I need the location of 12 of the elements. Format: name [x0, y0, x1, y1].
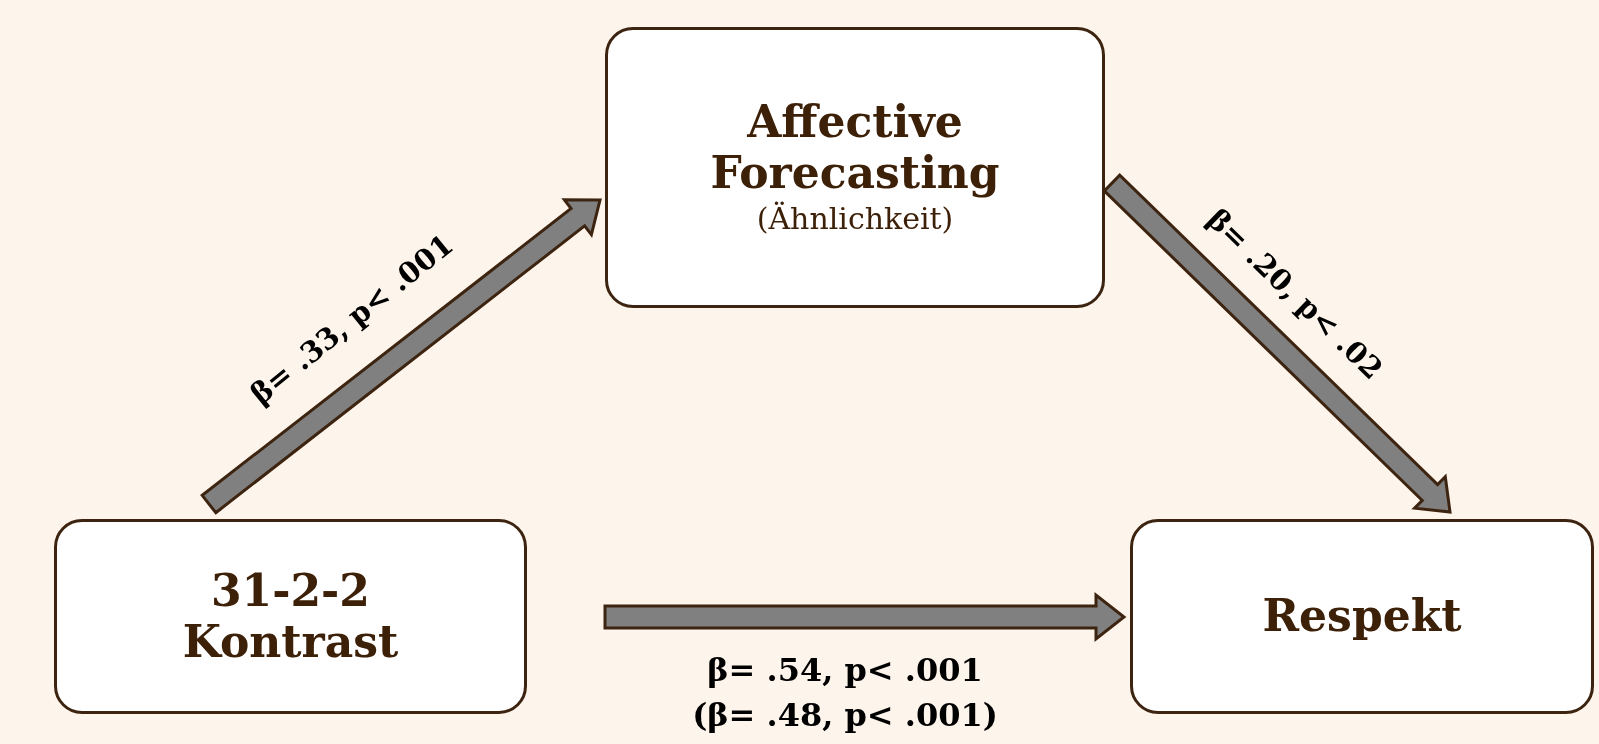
edge-label: β= .20, p< .02	[1199, 201, 1391, 388]
edge-label: β= .54, p< .001 (β= .48, p< .001)	[691, 650, 999, 736]
rounded-box	[605, 27, 1105, 308]
thick-arrow	[200, 198, 602, 515]
node-title: Affective Forecasting	[709, 97, 1001, 199]
node-title: 31-2-2 Kontrast	[181, 565, 400, 668]
thick-arrow	[1102, 172, 1452, 514]
rounded-box	[54, 519, 527, 714]
node-subtitle: (Ähnlichkeit)	[756, 199, 954, 238]
thick-arrow	[603, 591, 1127, 643]
node-title: Respekt	[1262, 591, 1462, 642]
rounded-box	[1130, 519, 1594, 714]
